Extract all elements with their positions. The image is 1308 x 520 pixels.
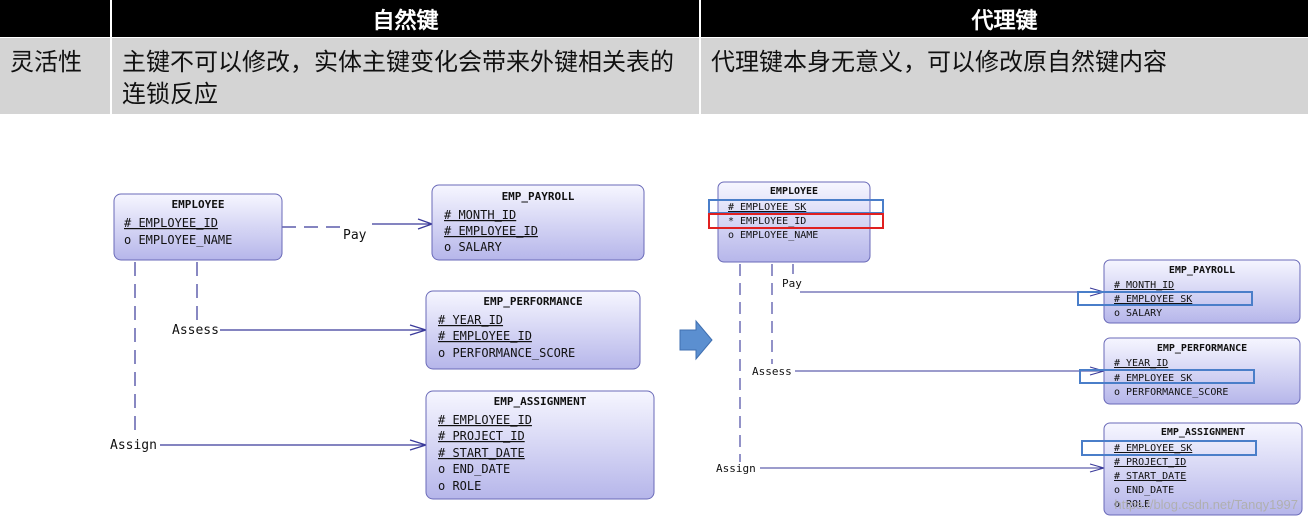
attr-year-id: # YEAR_ID [438, 313, 503, 327]
surrogate-key-text: 代理键本身无意义，可以修改原自然键内容 [711, 48, 1167, 76]
entity-title: EMPLOYEE [172, 198, 225, 211]
arrow-right-icon [679, 319, 713, 361]
comparison-table: 自然键 代理键 灵活性 主键不可以修改，实体主键变化会带来外键相关表的连锁反应 … [0, 0, 1308, 115]
highlight-employee-id [708, 213, 884, 229]
attr-role: o ROLE [438, 479, 481, 493]
attr-salary: o SALARY [1114, 308, 1162, 319]
rel-assign-label: Assign [716, 462, 756, 475]
attr-employee-id: # EMPLOYEE_ID [124, 216, 218, 230]
highlight-employee-sk [1077, 291, 1253, 306]
entity-title: EMP_PERFORMANCE [1157, 343, 1247, 354]
entity-title: EMP_PAYROLL [502, 190, 575, 203]
attr-salary: o SALARY [444, 240, 503, 254]
entity-employee: EMPLOYEE # EMPLOYEE_ID o EMPLOYEE_NAME [113, 193, 283, 261]
attr-month-id: # MONTH_ID [1114, 280, 1174, 291]
column-divider [110, 0, 112, 115]
attr-employee-sk: # EMPLOYEE_SK [1114, 294, 1192, 305]
natural-key-cell: 主键不可以修改，实体主键变化会带来外键相关表的连锁反应 [112, 38, 699, 114]
entity-title: EMPLOYEE [770, 186, 818, 197]
natural-key-text: 主键不可以修改，实体主键变化会带来外键相关表的连锁反应 [122, 48, 674, 108]
attr-employee-sk: # EMPLOYEE_SK [1114, 373, 1192, 384]
entity-title: EMP_PAYROLL [1169, 265, 1235, 276]
entity-emp-payroll: EMP_PAYROLL # MONTH_ID # EMPLOYEE_ID o S… [431, 184, 645, 261]
left-relationship-lines [134, 218, 433, 451]
left-er-diagram: Pay Assess Assign EMPLOYEE # EMPLOYEE_ID… [110, 184, 655, 500]
attr-year-id: # YEAR_ID [1114, 358, 1168, 369]
attr-project-id: # PROJECT_ID [1114, 457, 1186, 468]
column-divider [699, 0, 701, 115]
entity-emp-performance: EMP_PERFORMANCE # YEAR_ID # EMPLOYEE_ID … [425, 290, 641, 370]
entity-title: EMP_ASSIGNMENT [1161, 427, 1245, 438]
entity-title: EMP_ASSIGNMENT [494, 395, 587, 408]
rel-assess-label: Assess [172, 323, 219, 338]
highlight-employee-sk [1081, 440, 1257, 456]
entity-title: EMP_PERFORMANCE [483, 295, 582, 308]
header-natural-key: 自然键 [112, 0, 699, 37]
entity-emp-assignment: EMP_ASSIGNMENT # EMPLOYEE_ID # PROJECT_I… [425, 390, 655, 500]
attr-project-id: # PROJECT_ID [438, 429, 525, 443]
attr-employee-name: o EMPLOYEE_NAME [124, 233, 232, 247]
right-relationship-lines [739, 264, 1105, 473]
attr-month-id: # MONTH_ID [444, 208, 516, 222]
entity-emp-assignment-sk: EMP_ASSIGNMENT # EMPLOYEE_SK # PROJECT_I… [1081, 422, 1303, 516]
attr-employee-sk: # EMPLOYEE_SK [728, 202, 806, 213]
attr-end-date: o END_DATE [438, 462, 510, 476]
attr-employee-id: # EMPLOYEE_ID [444, 224, 538, 238]
row-label-cell: 灵活性 [0, 38, 110, 114]
attr-employee-id: * EMPLOYEE_ID [728, 216, 806, 227]
entity-employee-sk: EMPLOYEE # EMPLOYEE_SK * EMPLOYEE_ID o E… [708, 181, 884, 263]
attr-start-date: # START_DATE [1114, 471, 1186, 482]
header-surrogate-key: 代理键 [701, 0, 1308, 37]
attr-employee-id: # EMPLOYEE_ID [438, 329, 532, 343]
surrogate-key-cell: 代理键本身无意义，可以修改原自然键内容 [701, 38, 1308, 114]
entity-emp-performance-sk: EMP_PERFORMANCE # YEAR_ID # EMPLOYEE_SK … [1079, 337, 1301, 405]
attr-end-date: o END_DATE [1114, 485, 1174, 496]
attr-performance-score: o PERFORMANCE_SCORE [438, 346, 575, 360]
attr-employee-name: o EMPLOYEE_NAME [728, 230, 818, 241]
attr-employee-id: # EMPLOYEE_ID [438, 413, 532, 427]
rel-assign-label: Assign [110, 438, 157, 453]
attr-start-date: # START_DATE [438, 446, 525, 460]
watermark: https://blog.csdn.net/Tanqy1997 [1114, 497, 1298, 512]
attr-role: o ROLE [1114, 499, 1150, 510]
highlight-employee-sk [1079, 369, 1255, 384]
header-empty [0, 0, 110, 37]
attr-employee-sk: # EMPLOYEE_SK [1114, 443, 1192, 454]
rel-pay-label: Pay [343, 228, 367, 243]
right-er-diagram: Pay Assess Assign EMPLOYEE # EMPLOYEE_SK… [708, 181, 1303, 516]
rel-pay-label: Pay [782, 277, 802, 290]
entity-emp-payroll-sk: EMP_PAYROLL # MONTH_ID # EMPLOYEE_SK o S… [1077, 259, 1301, 324]
attr-performance-score: o PERFORMANCE_SCORE [1114, 387, 1228, 398]
rel-assess-label: Assess [752, 365, 792, 378]
row-label: 灵活性 [10, 48, 82, 76]
